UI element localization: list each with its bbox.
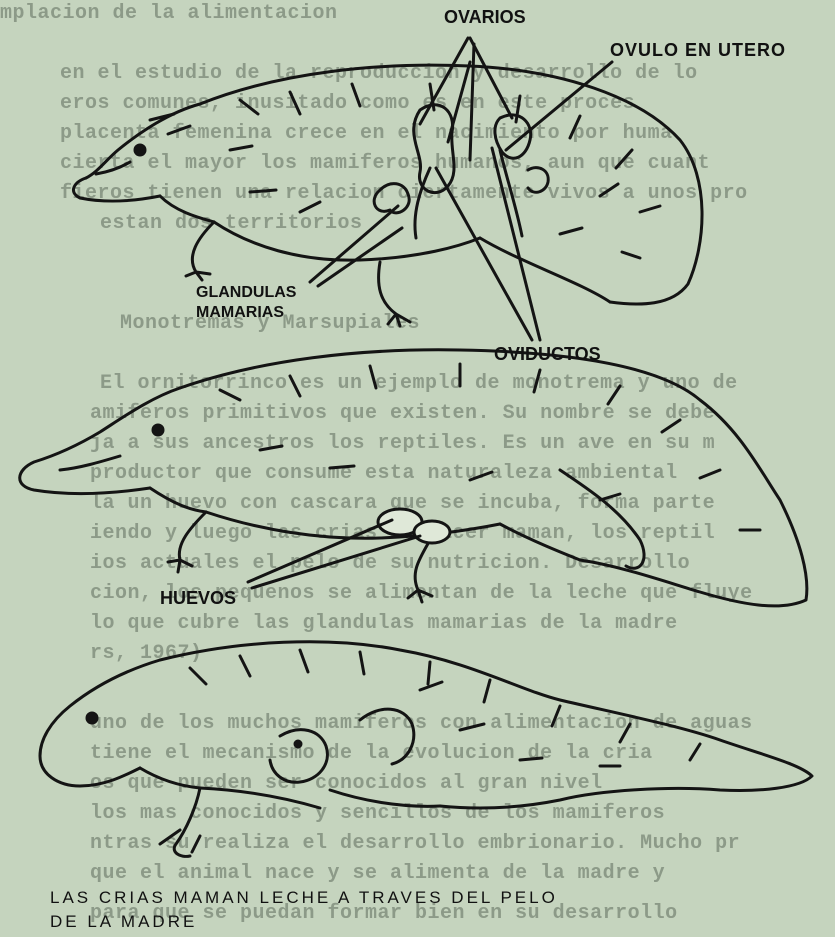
label-ovarios: OVARIOS	[444, 7, 526, 28]
label-glandulas: GLANDULAS	[196, 284, 296, 302]
label-oviductos: OVIDUCTOS	[494, 344, 601, 365]
label-ovulo-en-utero: OVULO EN UTERO	[610, 40, 786, 61]
label-huevos: HUEVOS	[160, 588, 236, 609]
platypus-anatomy-figure	[73, 38, 702, 340]
caption-line-1: LAS CRIAS MAMAN LECHE A TRAVES DEL PELO	[50, 888, 558, 908]
label-mamarias: MAMARIAS	[196, 304, 284, 322]
caption-line-2: DE LA MADRE	[50, 912, 197, 932]
platypus-eggs-figure	[20, 350, 807, 606]
platypus-nursing-figure	[40, 642, 812, 857]
